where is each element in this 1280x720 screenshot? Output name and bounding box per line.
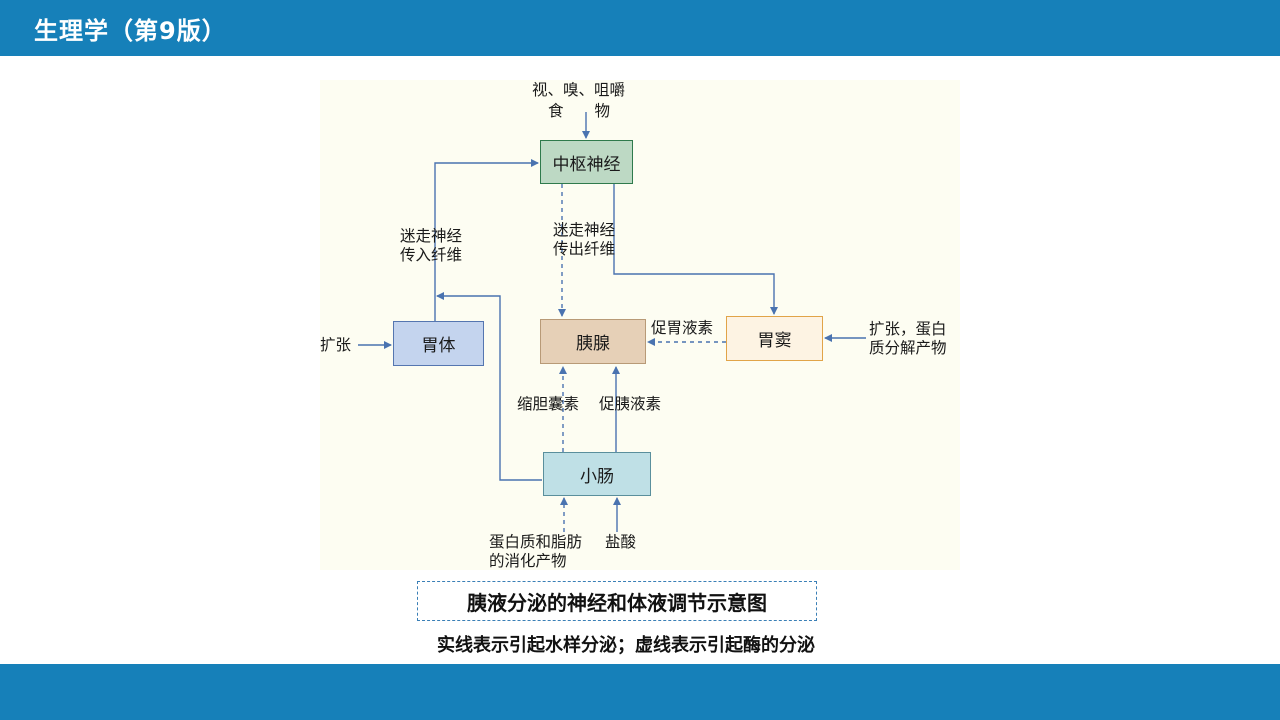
arrow-cns-to-antrum xyxy=(613,184,778,315)
label-cck: 缩胆囊素 xyxy=(517,395,580,413)
label-intestine-stimuli-line1: 蛋白质和脂肪 xyxy=(489,533,583,551)
footer-bar xyxy=(0,664,1280,720)
pancreatic-regulation-diagram: 中枢神经 胃体 胰腺 胃窦 小肠 视、嗅、咀嚼 食 物 迷走神经 传入纤维 迷走… xyxy=(320,80,960,570)
node-cns: 中枢神经 xyxy=(540,140,633,184)
label-vagal-afferent-line1: 迷走神经 xyxy=(400,227,463,245)
label-vagal-afferent-line2: 传入纤维 xyxy=(400,246,463,264)
label-intestine-stimuli-line2: 的消化产物 xyxy=(489,552,567,570)
label-stimuli-line2: 食 物 xyxy=(548,102,611,120)
node-antrum: 胃窦 xyxy=(726,316,823,361)
label-vagal-efferent-line2: 传出纤维 xyxy=(553,240,616,258)
node-small-intestine: 小肠 xyxy=(543,452,651,496)
course-title: 生理学（第9版） xyxy=(34,17,227,45)
label-stimuli-line1: 视、嗅、咀嚼 xyxy=(532,81,626,99)
label-distension-left: 扩张 xyxy=(320,336,352,354)
arrow-layer xyxy=(358,112,866,532)
label-secretin: 促胰液素 xyxy=(599,395,662,413)
label-antrum-stimuli-line1: 扩张，蛋白 xyxy=(869,320,947,338)
legend-note: 实线表示引起水样分泌；虚线表示引起酶的分泌 xyxy=(437,635,815,656)
label-gastrin: 促胃液素 xyxy=(651,319,714,337)
header-bar: 生理学（第9版） xyxy=(0,0,1280,56)
arrow-stomach-to-cns xyxy=(434,159,539,321)
node-stomach-body: 胃体 xyxy=(393,321,484,366)
label-antrum-stimuli-line2: 质分解产物 xyxy=(869,339,947,357)
figure-caption: 胰液分泌的神经和体液调节示意图 xyxy=(417,581,817,621)
node-pancreas: 胰腺 xyxy=(540,319,646,364)
arrow-intestine-to-afferent xyxy=(436,292,542,481)
label-vagal-efferent-line1: 迷走神经 xyxy=(553,221,616,239)
label-hcl: 盐酸 xyxy=(605,533,637,551)
